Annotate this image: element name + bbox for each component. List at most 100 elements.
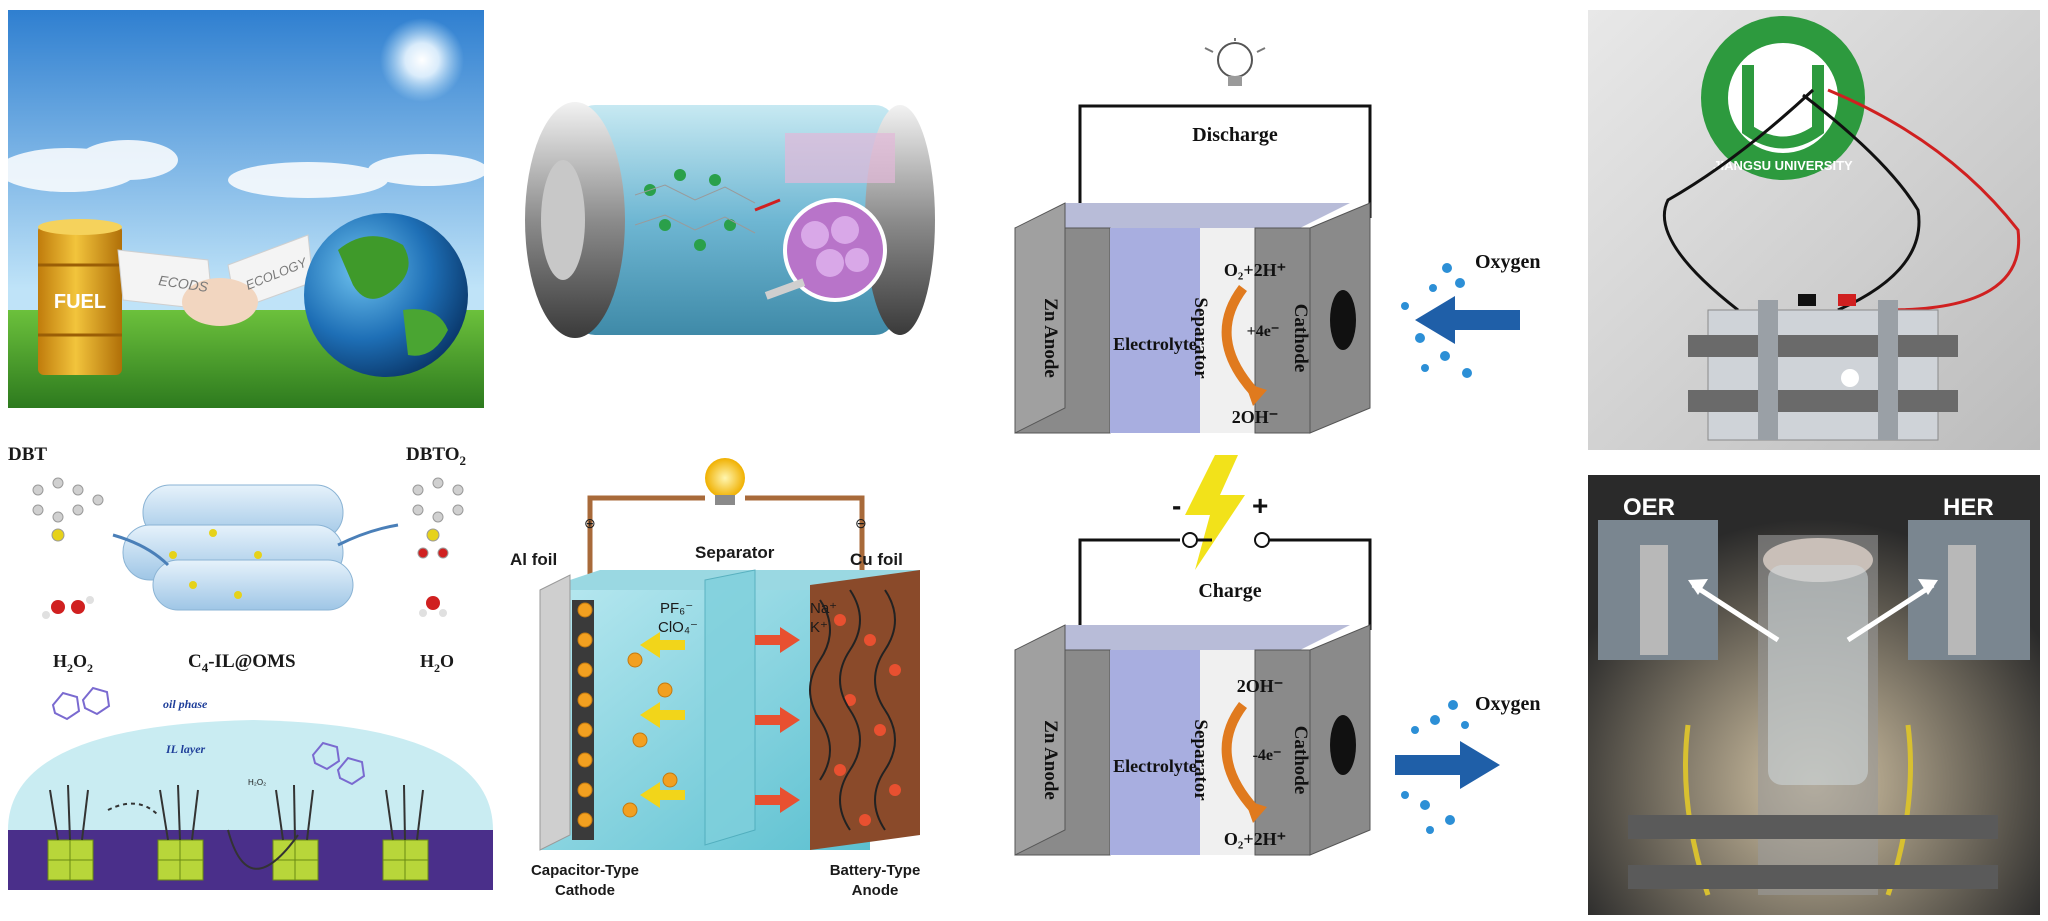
air-hole [1330, 290, 1356, 350]
clouds [8, 140, 484, 198]
electrolyte-region [1110, 650, 1200, 855]
polarity-panel: - + [1150, 445, 1290, 575]
small-h2o2-label: H₂O₂ [248, 778, 266, 787]
callout-arrows [1691, 582, 1935, 643]
dbt-outline-molecules [51, 686, 366, 786]
zn-anode-label: Zn Anode [1040, 720, 1061, 800]
plus-sign: + [1252, 490, 1268, 521]
hybrid-cell-illustration: ⊕ ⊖ Al foil Separator Cu foil [510, 458, 920, 899]
anion-clo4: ClO₄⁻ [658, 619, 698, 636]
electrolyte-label: Electrolyte [1113, 756, 1197, 776]
fuel-barrel: FUEL [38, 219, 122, 375]
cathode-label: Cathode [1290, 726, 1311, 795]
discharge-label: Discharge [1192, 124, 1278, 146]
reactant-label: 2OH⁻ [1237, 676, 1284, 696]
dbto2-molecule [412, 477, 464, 559]
her-label: HER [1943, 494, 1994, 521]
light-bulb [705, 458, 745, 498]
dbto2-label: DBTO2 [406, 444, 466, 468]
product-label: O₂+2H⁺ [1224, 829, 1286, 849]
oxygen-label: Oxygen [1475, 251, 1541, 273]
battery-terminal [541, 160, 585, 280]
electrolysis-photo: OER HER [1588, 475, 2040, 915]
reaction-arrow [1221, 701, 1259, 814]
device-photo: JIANGSU UNIVERSITY [1588, 10, 2040, 450]
catalyst-tube-bundle [112, 484, 399, 611]
oxygen-outflow-arrow [1395, 741, 1500, 789]
separator-label: Separator [695, 543, 775, 562]
minus-sign: - [1172, 490, 1181, 521]
charge-label: Charge [1198, 580, 1261, 602]
al-foil-label: Al foil [510, 550, 557, 569]
electron-label: -4e⁻ [1253, 747, 1282, 764]
minus-terminal: ⊖ [855, 515, 867, 531]
cell-top [1015, 625, 1350, 650]
il-layer-label: IL layer [165, 742, 206, 756]
terminal-right [1254, 532, 1270, 548]
separator-label: Separator [1190, 719, 1211, 801]
handshake: ECODS ECOLOGY [117, 234, 314, 326]
cathode-type-line1: Capacitor-Type [531, 862, 639, 879]
battery-material-graphic [634, 133, 895, 302]
anode-particles [755, 589, 901, 831]
catalyst-crystals [47, 784, 429, 881]
oxygen-label: Oxygen [1475, 693, 1541, 715]
separator-label: Separator [1190, 297, 1211, 379]
ecods-scene-illustration: FUEL ECODS ECOLOGY [8, 10, 484, 408]
lightning-bolt [1185, 455, 1245, 570]
oxygen-inflow-arrow [1415, 296, 1520, 344]
cu-foil-plate [810, 570, 920, 850]
desulfurization-illustration: DBT DBTO2 [8, 444, 500, 890]
il-layer-dome [8, 720, 493, 830]
zn-air-discharge-illustration: Discharge Zn Anode Electrolyte Separator… [1014, 38, 1541, 434]
oer-label: OER [1623, 494, 1675, 521]
electron-label: +4e⁻ [1247, 323, 1280, 340]
dbt-label: DBT [8, 444, 47, 465]
cation-na: Na⁺ [810, 600, 837, 617]
electrolyte-label: Electrolyte [1113, 334, 1197, 354]
oil-phase-label: oil phase [163, 697, 208, 711]
cell-top [1015, 203, 1350, 228]
alligator-wires [1662, 88, 2021, 312]
light-bulb-icon [1204, 38, 1266, 86]
polarity-illustration: - + [1172, 455, 1268, 570]
terminal-left [1182, 532, 1198, 548]
cu-foil-label: Cu foil [850, 550, 903, 569]
external-circuit [1078, 104, 1372, 218]
bolt-hardware [1628, 815, 1998, 889]
oxygen-dots [1401, 700, 1469, 834]
circuit-wire [587, 495, 865, 590]
al-foil-plate [539, 574, 571, 851]
h2o2-molecule [42, 596, 94, 619]
h2o2-label: H2O2 [53, 651, 93, 675]
anode-type-line2: Anode [852, 882, 899, 899]
university-logo: JIANGSU UNIVERSITY [1701, 16, 1865, 180]
left-sleeve-label: ECODS [158, 272, 210, 295]
logo-text: JIANGSU UNIVERSITY [1713, 158, 1853, 173]
cathode-label: Cathode [1290, 304, 1311, 373]
cylinder-battery-panel [515, 75, 950, 370]
earth-globe [304, 213, 468, 377]
sun [380, 18, 464, 102]
device-photo-panel: JIANGSU UNIVERSITY [1588, 10, 2040, 450]
desulfurization-panel: DBT DBTO2 [8, 435, 500, 907]
anion-pf6: PF₆⁻ [660, 600, 693, 617]
dbt-molecule [32, 477, 104, 542]
h2o-label: H2O [420, 651, 454, 675]
her-electrode-inset [1908, 520, 2030, 660]
hybrid-cell-panel: ⊕ ⊖ Al foil Separator Cu foil [510, 450, 930, 910]
cell-stack [1688, 294, 1958, 441]
cathode-particles [572, 600, 685, 840]
reaction-arrow [1221, 284, 1259, 397]
zn-air-charge-panel: Charge Zn Anode Electrolyte Separator Ca… [1005, 520, 1580, 865]
cylinder-battery-illustration [525, 102, 935, 338]
zn-air-discharge-panel: Discharge Zn Anode Electrolyte Separator… [1005, 38, 1580, 443]
cathode-type-line2: Cathode [555, 882, 615, 899]
zn-anode-label: Zn Anode [1040, 298, 1061, 378]
catalyst-label: C4-IL@OMS [188, 651, 296, 675]
electrolysis-photo-panel: OER HER [1588, 475, 2040, 915]
h2o-molecule [419, 596, 447, 617]
electrolyte-region [1110, 228, 1200, 433]
cation-k: K⁺ [810, 619, 828, 636]
product-label: 2OH⁻ [1232, 407, 1279, 427]
